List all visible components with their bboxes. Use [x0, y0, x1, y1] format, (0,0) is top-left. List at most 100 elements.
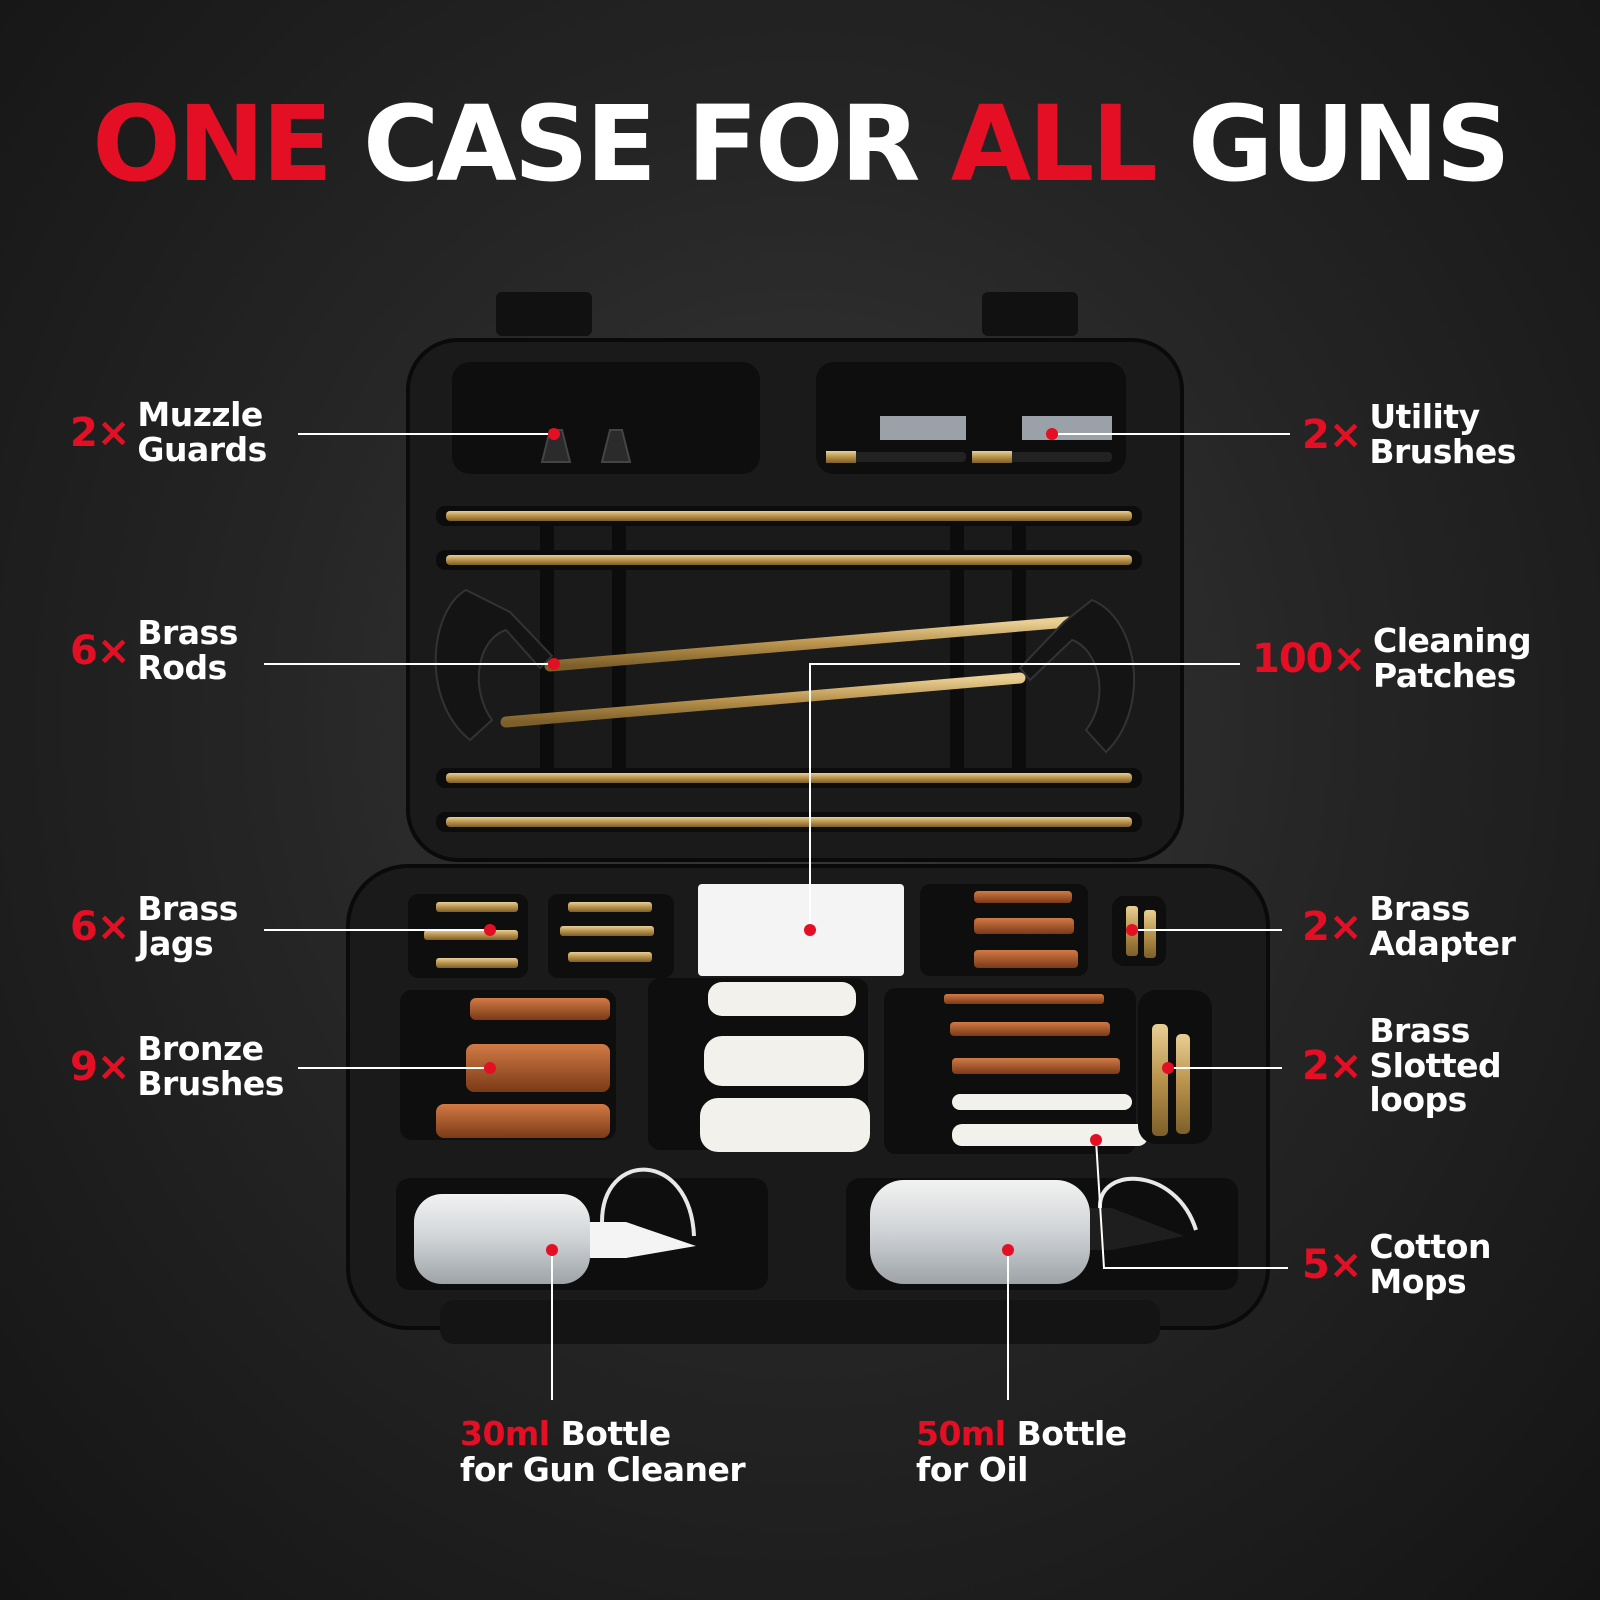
bronze-brush — [944, 994, 1104, 1004]
callout-brass-jags: 6× Brass Jags — [70, 891, 238, 961]
bottle-size: 30ml — [460, 1414, 550, 1453]
item-name: Brass Adapter — [1369, 889, 1516, 963]
lid-compartment-right — [816, 362, 1126, 474]
item-name: Brass Slotted loops — [1369, 1011, 1502, 1120]
callout-cotton-mops: 5× Cotton Mops — [1302, 1227, 1491, 1301]
dot-bronze-brushes — [484, 1062, 496, 1074]
utility-brush-handle — [826, 452, 966, 462]
callout-utility-brushes: 2× Utility Brushes — [1302, 397, 1516, 471]
lid-divider — [1012, 525, 1026, 775]
brass-rod — [446, 773, 1132, 783]
quantity: 9× — [70, 1043, 130, 1090]
bronze-brush — [436, 1104, 610, 1138]
brass-adapter — [1144, 910, 1156, 958]
callout-slotted-loops: 2× Brass Slotted loops — [1302, 1011, 1502, 1120]
brass-slotted-loop — [1152, 1024, 1168, 1136]
bronze-brush — [952, 1058, 1120, 1074]
dot-cotton-mops — [1090, 1134, 1102, 1146]
item-name: Utility Brushes — [1369, 397, 1516, 471]
brass-jag — [568, 952, 652, 962]
bottle-word: Bottle — [560, 1414, 672, 1453]
callout-muzzle-guards: 2× Muzzle Guards — [70, 395, 267, 469]
dot-30ml-bottle — [546, 1244, 558, 1256]
callout-bronze-brushes: 9× Bronze Brushes — [70, 1029, 284, 1103]
lid-compartment-left — [452, 362, 760, 474]
bronze-brush — [974, 918, 1074, 934]
dot-brass-adapter — [1126, 924, 1138, 936]
brass-rod-diagonal — [500, 672, 1026, 728]
dot-brass-rods — [548, 658, 560, 670]
case-base-foot — [440, 1300, 1160, 1344]
label-50ml-bottle: 50ml Bottle for Oil — [916, 1414, 1128, 1490]
brass-rod-diagonal — [544, 616, 1074, 672]
item-name: Brass Rods — [137, 613, 238, 687]
quantity: 100× — [1252, 635, 1366, 682]
callout-brass-adapter: 2× Brass Adapter — [1302, 889, 1516, 963]
headline-one: ONE — [92, 83, 332, 205]
dot-muzzle-guards — [548, 428, 560, 440]
cotton-mop — [704, 1036, 864, 1086]
quantity: 2× — [1302, 903, 1362, 950]
headline-case-for: CASE FOR — [362, 83, 920, 205]
item-name: Cotton Mops — [1369, 1227, 1491, 1301]
cleaning-patches-stack — [698, 884, 904, 976]
callout-brass-rods: 6× Brass Rods — [70, 613, 238, 687]
utility-brush-bristles — [880, 416, 966, 440]
bronze-brush — [466, 1044, 610, 1092]
dot-50ml-bottle — [1002, 1244, 1014, 1256]
headline: ONE CASE FOR ALL GUNS — [0, 92, 1600, 196]
brass-rod — [446, 511, 1132, 521]
dot-utility-brushes — [1046, 428, 1058, 440]
brass-jag — [436, 958, 518, 968]
callout-dots — [484, 428, 1174, 1256]
bronze-brush — [974, 891, 1072, 903]
bottle-50ml — [870, 1180, 1090, 1284]
cotton-mop — [952, 1124, 1148, 1146]
muzzle-guard — [600, 429, 632, 463]
brass-rod — [446, 817, 1132, 827]
dot-slotted-loops — [1162, 1062, 1174, 1074]
bronze-brush — [950, 1022, 1110, 1036]
quantity: 2× — [70, 409, 130, 456]
utility-brush-bristles — [1022, 416, 1112, 440]
item-name: Bronze Brushes — [137, 1029, 284, 1103]
quantity: 2× — [1302, 1042, 1362, 1089]
brass-jag — [424, 930, 518, 940]
brass-jag — [436, 902, 518, 912]
leader-cotton-mops — [1095, 1139, 1288, 1269]
quantity: 6× — [70, 903, 130, 950]
t-handle-right — [1018, 598, 1135, 754]
brass-jag — [568, 902, 652, 912]
t-handle-left — [434, 588, 554, 742]
utility-brush-tip — [972, 451, 1012, 463]
brass-jag — [560, 926, 654, 936]
item-name: Cleaning Patches — [1373, 621, 1532, 695]
bottle-size: 50ml — [916, 1414, 1006, 1453]
dot-cleaning-patches — [804, 924, 816, 936]
cotton-mop — [708, 982, 856, 1016]
bottle-purpose: for Oil — [916, 1450, 1028, 1490]
brass-rod — [446, 555, 1132, 565]
leader-cleaning-patches — [809, 663, 1240, 930]
quantity: 6× — [70, 627, 130, 674]
bottle-30ml-tube — [600, 1167, 696, 1237]
bronze-brush — [470, 998, 610, 1020]
bottle-30ml — [414, 1194, 590, 1284]
label-30ml-bottle: 30ml Bottle for Gun Cleaner — [460, 1414, 746, 1490]
bronze-brush — [974, 950, 1078, 968]
headline-guns: GUNS — [1187, 83, 1511, 205]
bottle-purpose: for Gun Cleaner — [460, 1450, 746, 1490]
bottle-word: Bottle — [1016, 1414, 1128, 1453]
leader-lines — [264, 433, 1290, 1400]
bottle-30ml-nozzle — [590, 1222, 696, 1258]
headline-all: ALL — [950, 83, 1158, 205]
case-latch-right — [982, 292, 1078, 336]
brass-slotted-loop — [1176, 1034, 1190, 1134]
callout-cleaning-patches: 100× Cleaning Patches — [1252, 621, 1532, 695]
quantity: 2× — [1302, 411, 1362, 458]
lid-divider — [950, 525, 964, 775]
bottle-50ml-tube — [1097, 1176, 1198, 1231]
item-name: Muzzle Guards — [137, 395, 267, 469]
cotton-mop — [700, 1098, 870, 1152]
